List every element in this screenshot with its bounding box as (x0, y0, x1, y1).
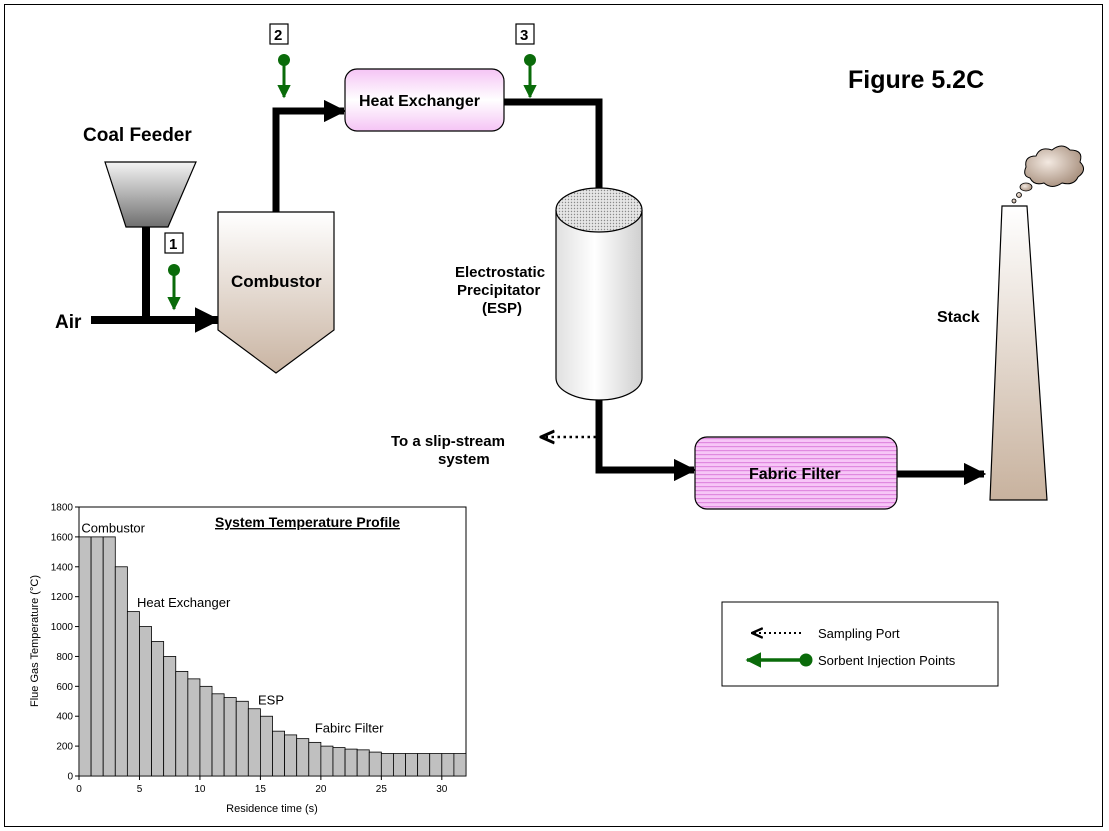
chart-bar (393, 753, 406, 777)
injection-point-1-number: 1 (169, 236, 177, 253)
chart-bar (187, 678, 201, 777)
chart-bar (296, 738, 310, 777)
temperature-profile-chart: 0 200 400 600 800 1000 1200 1400 1600 1800 0 5 10 15… (29, 503, 467, 815)
chart-bar (223, 697, 237, 777)
chart-bar (235, 700, 249, 777)
chart-x-tick-label: 25 (376, 784, 388, 795)
chart-bar (78, 536, 92, 777)
chart-y-tick-label: 800 (56, 652, 73, 663)
coal-feeder-hopper (104, 161, 197, 228)
chart-bar (247, 708, 261, 777)
chart-x-tick-label: 0 (76, 784, 82, 795)
figure-frame (4, 4, 1103, 827)
chart-bar (163, 656, 177, 777)
chart-bar (139, 626, 152, 777)
chart-bar (429, 753, 443, 777)
chart-bar (151, 641, 165, 777)
chart-annotation: Heat Exchanger (137, 595, 231, 610)
fabric-filter-label: Fabric Filter (749, 466, 841, 483)
chart-y-axis-label: Flue Gas Temperature (°C) (29, 575, 41, 707)
chart-bar (417, 753, 431, 777)
chart-bar (284, 734, 298, 777)
heat-exchanger-label: Heat Exchanger (359, 93, 480, 110)
chart-y-tick-label: 1000 (51, 622, 74, 633)
chart-y-tick-label: 200 (56, 742, 73, 753)
chart-bar (368, 751, 382, 777)
esp-label-line-2: Precipitator (457, 282, 541, 299)
chart-x-tick-label: 5 (137, 784, 143, 795)
chart-y-tick-label: 1600 (51, 532, 74, 543)
chart-annotation: ESP (258, 692, 284, 707)
heat-exchanger-outlet-line (504, 98, 611, 213)
chart-bar (102, 536, 116, 777)
esp-label-line-3: (ESP) (482, 300, 522, 317)
esp-cylinder (555, 210, 643, 401)
stack-chimney (989, 205, 1048, 501)
chart-y-tick-label: 1800 (51, 503, 74, 514)
chart-x-tick-label: 20 (315, 784, 327, 795)
coal-feeder-label: Coal Feeder (83, 125, 192, 146)
slip-stream-label-line-1: To a slip-stream (391, 433, 505, 450)
chart-bar (441, 753, 455, 777)
chart-bar (260, 715, 273, 777)
chart-y-tick-label: 1400 (51, 562, 74, 573)
chart-bar (320, 745, 334, 777)
chart-x-tick-label: 10 (194, 784, 206, 795)
legend: Sampling Port Sorbent Injection Points (721, 601, 999, 687)
chart-annotation: Combustor (81, 520, 145, 535)
esp-top (555, 187, 643, 233)
stack-label: Stack (937, 309, 980, 326)
chart-bar (199, 685, 213, 777)
chart-bar (380, 753, 394, 777)
injection-point-3-number: 3 (520, 27, 528, 44)
chart-bar (211, 693, 225, 777)
legend-sampling-port-label: Sampling Port (818, 626, 900, 641)
air-label: Air (55, 312, 82, 333)
chart-annotation: Fabirc Filter (315, 721, 384, 736)
chart-bar (405, 753, 419, 777)
combustor-vessel (217, 211, 335, 374)
legend-sorbent-injection-label: Sorbent Injection Points (818, 653, 956, 668)
chart-y-tick-label: 1200 (51, 592, 74, 603)
esp-label-line-1: Electrostatic (455, 264, 545, 281)
chart-x-tick-label: 15 (255, 784, 267, 795)
combustor-label: Combustor (231, 272, 322, 291)
injection-point-2: 2 (269, 23, 291, 99)
slip-stream-label-line-2: system (438, 451, 490, 468)
injection-point-1: 1 (164, 232, 184, 311)
injection-point-3: 3 (515, 23, 537, 99)
figure-label: Figure 5.2C (848, 66, 984, 94)
chart-bar (126, 611, 140, 777)
injection-point-2-number: 2 (274, 27, 282, 44)
chart-bar (175, 670, 189, 777)
chart-x-tick-label: 30 (436, 784, 448, 795)
chart-y-tick-label: 400 (56, 712, 73, 723)
chart-bar (272, 730, 285, 777)
chart-bar (90, 536, 104, 777)
chart-bar (453, 753, 467, 777)
chart-bar (308, 741, 322, 777)
chart-bar (356, 749, 370, 777)
smoke-cloud (1011, 145, 1084, 204)
chart-bar (114, 566, 128, 777)
esp-outlet-line (595, 400, 697, 482)
chart-y-tick-label: 0 (67, 772, 73, 783)
chart-y-tick-label: 600 (56, 682, 73, 693)
combustor-outlet-line (272, 99, 347, 212)
chart-x-axis-label: Residence time (s) (226, 803, 318, 815)
chart-bar (332, 747, 346, 777)
chart-title: System Temperature Profile (215, 514, 400, 530)
chart-bar (344, 748, 358, 777)
